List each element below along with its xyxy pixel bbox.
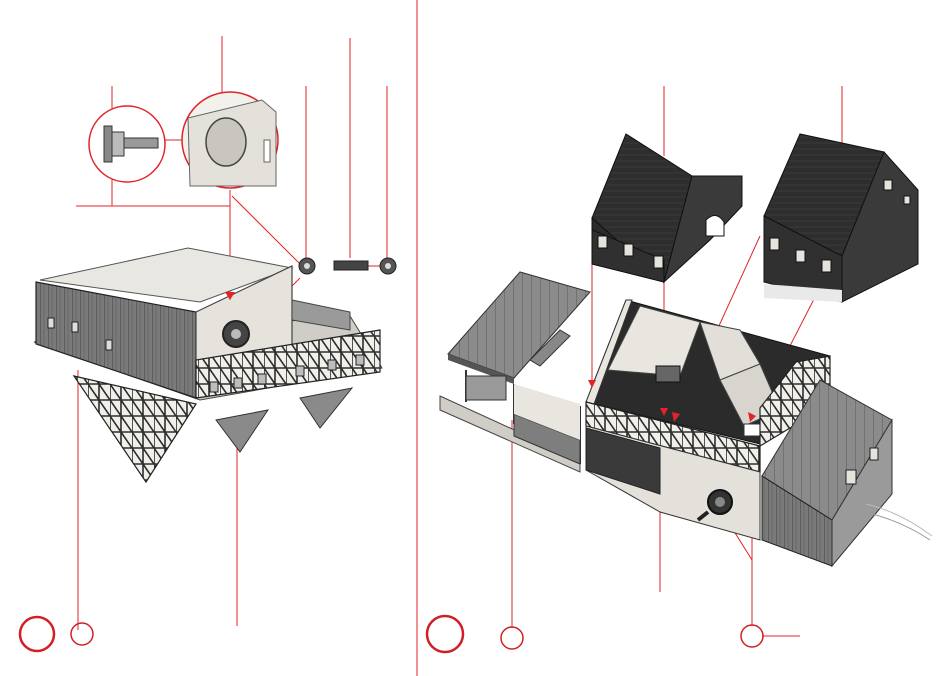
magnified-detail-wall (182, 92, 278, 188)
gable-triangle-mid (216, 410, 268, 452)
stacked-logs (466, 376, 506, 400)
step-marker-large-circle (20, 617, 54, 651)
ring-washer-right (380, 258, 396, 274)
magnified-detail-axle (89, 106, 165, 182)
open-shed (440, 272, 590, 472)
axle-rod (334, 261, 368, 270)
roof-section-left (592, 134, 742, 282)
step-marker-small-circle (741, 625, 763, 647)
step-marker-small-circle (501, 627, 523, 649)
gable-triangle-right (300, 388, 352, 428)
roof-section-right (764, 134, 918, 302)
right-step-group (427, 86, 932, 652)
step-marker-small-circle (71, 623, 93, 645)
left-step-group (20, 36, 396, 651)
step-marker-large-circle (427, 616, 463, 652)
ring-washer-left (299, 258, 315, 274)
wall-panel-left (36, 282, 196, 398)
left-building (34, 248, 382, 482)
